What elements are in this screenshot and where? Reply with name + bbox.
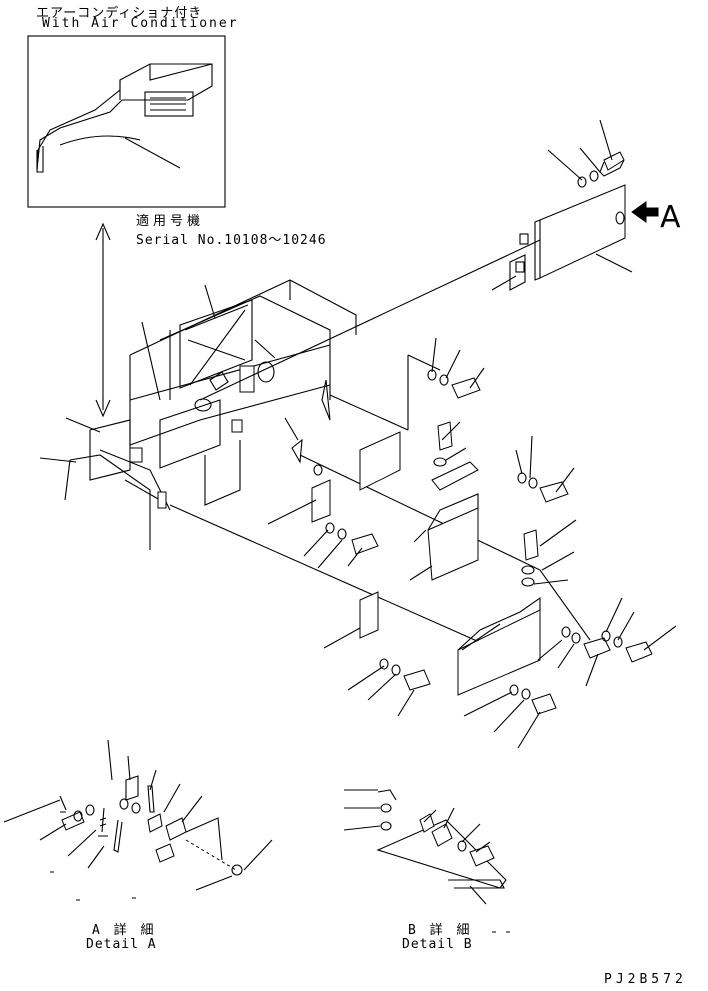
cover-plate-a [491,119,659,291]
detail-a-ja: A 詳 細 [92,923,157,938]
bolt-set [291,369,653,715]
assembly-lines [169,239,591,661]
bracket-plates [311,431,541,696]
drawing-code: PJ2B572 [604,972,687,987]
inset-title-en: With Air Conditioner [42,16,239,31]
detail-a-en: Detail A [86,937,157,952]
detail-b-ja: B 詳 細 [408,923,473,938]
inset-box [27,35,226,208]
inset-link-arrow [95,222,111,418]
inset-title-ja: エアーコンディショナ付き [36,6,203,21]
detail-b [343,789,510,933]
serial-label-en: Serial No.10108～10246 [136,233,327,248]
serial-label-ja: 適用号機 [136,214,205,229]
callout-leaders [39,284,677,749]
cab-frame [64,279,357,550]
detail-b-en: Detail B [402,937,473,952]
detail-a [3,739,273,901]
view-marker-a: A [660,200,681,235]
